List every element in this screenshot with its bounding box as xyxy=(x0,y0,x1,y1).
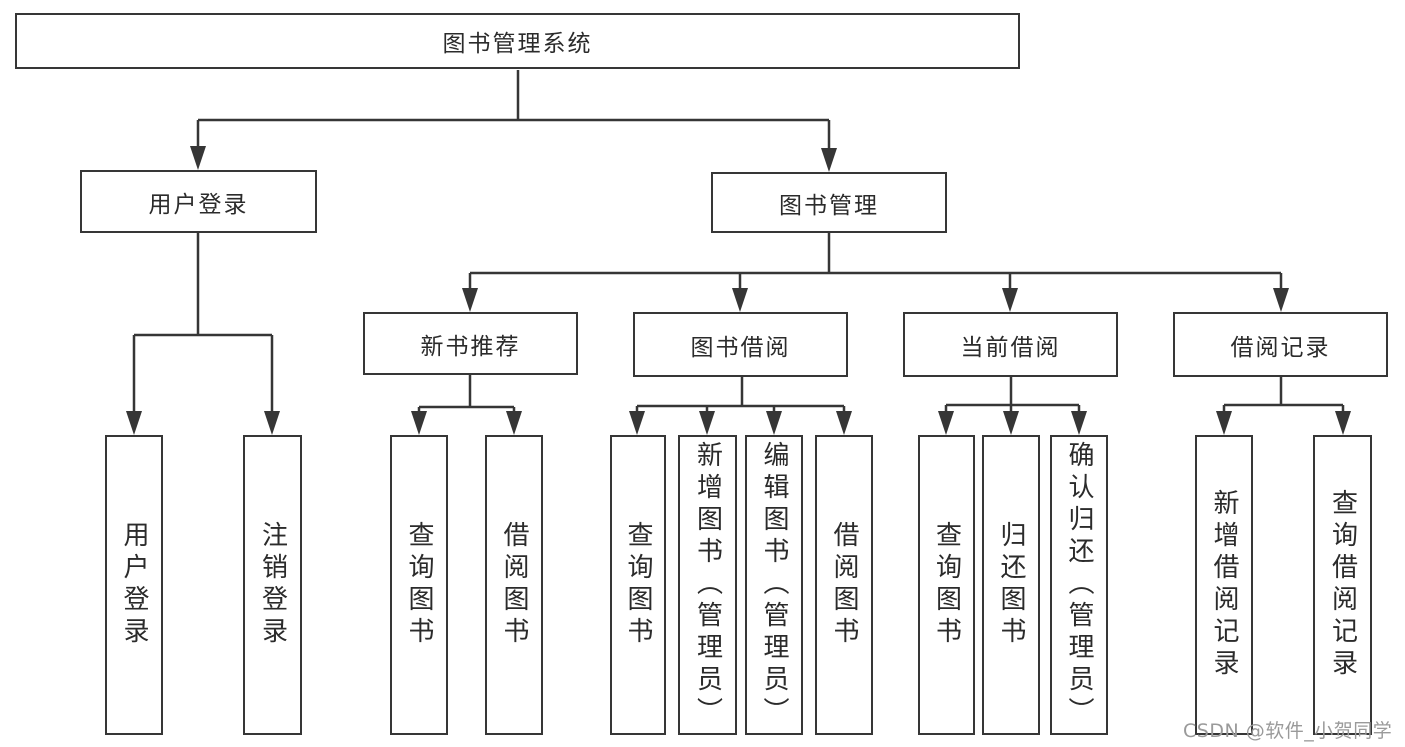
node-leaf-confirm-return-admin: 确认归还（管理员） xyxy=(1050,435,1108,735)
node-leaf-query-book-1: 查询图书 xyxy=(390,435,448,735)
node-label: 查询图书 xyxy=(404,521,434,649)
node-label: 查询图书 xyxy=(931,521,962,649)
node-leaf-query-borrow-record: 查询借阅记录 xyxy=(1313,435,1372,735)
node-label: 查询借阅记录 xyxy=(1327,489,1358,681)
node-leaf-borrow-book-1: 借阅图书 xyxy=(485,435,543,735)
node-label: 新增图书（管理员） xyxy=(692,441,723,729)
node-leaf-add-borrow-record: 新增借阅记录 xyxy=(1195,435,1253,735)
node-leaf-user-login: 用户登录 xyxy=(105,435,163,735)
node-leaf-return-book: 归还图书 xyxy=(982,435,1040,735)
node-book-management: 图书管理 xyxy=(711,172,947,233)
node-label: 归还图书 xyxy=(996,521,1026,649)
node-label: 查询图书 xyxy=(623,521,653,649)
node-leaf-add-book-admin: 新增图书（管理员） xyxy=(678,435,737,735)
node-leaf-edit-book-admin: 编辑图书（管理员） xyxy=(745,435,803,735)
node-borrow-record: 借阅记录 xyxy=(1173,312,1388,377)
node-new-book-recommend: 新书推荐 xyxy=(363,312,578,375)
node-label: 注销登录 xyxy=(257,521,288,649)
node-label: 新增借阅记录 xyxy=(1209,489,1239,681)
node-label: 借阅图书 xyxy=(499,521,529,649)
node-label: 确认归还（管理员） xyxy=(1064,441,1094,729)
node-user-login: 用户登录 xyxy=(80,170,317,233)
watermark: CSDN @软件_小贺同学 xyxy=(1183,720,1393,742)
node-leaf-query-book-2: 查询图书 xyxy=(610,435,666,735)
node-leaf-query-book-3: 查询图书 xyxy=(918,435,975,735)
node-label: 用户登录 xyxy=(119,521,149,649)
node-root: 图书管理系统 xyxy=(15,13,1020,69)
arrowheads xyxy=(126,146,1351,435)
node-book-borrow: 图书借阅 xyxy=(633,312,848,377)
node-current-borrow: 当前借阅 xyxy=(903,312,1118,377)
node-label: 借阅图书 xyxy=(829,521,859,649)
node-leaf-logout: 注销登录 xyxy=(243,435,302,735)
node-label: 编辑图书（管理员） xyxy=(759,441,789,729)
node-leaf-borrow-book-2: 借阅图书 xyxy=(815,435,873,735)
